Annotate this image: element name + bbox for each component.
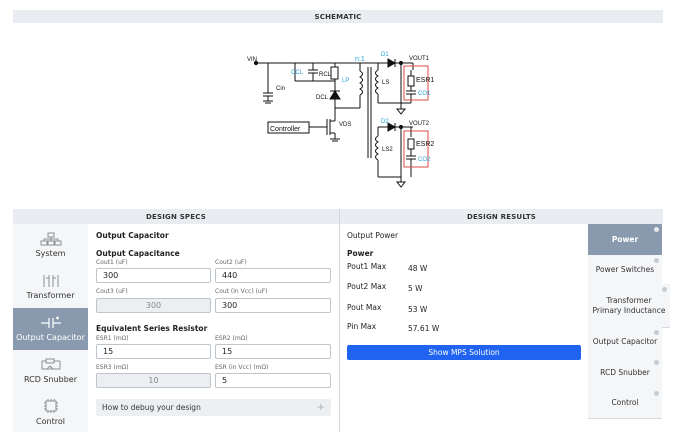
esr2-input[interactable]: 15 — [215, 344, 331, 359]
expand-plus-icon: + — [316, 402, 325, 413]
result-value: 48 W — [408, 264, 428, 273]
cout1-input[interactable]: 300 — [96, 268, 211, 283]
system-icon — [40, 232, 61, 246]
esr3-input: 10 — [96, 373, 211, 388]
esr2-label: ESR2 (mΩ) — [215, 335, 248, 342]
esr1-input[interactable]: 15 — [96, 344, 211, 359]
label-co1: CO1 — [418, 91, 431, 97]
design-results-header: DESIGN RESULTS — [339, 209, 663, 224]
schematic-panel: VIN Cin CCL RCL DCL LP n:1 LS LS2 D1 D2 … — [13, 23, 663, 209]
design-specs-header: DESIGN SPECS — [13, 209, 339, 224]
snubber-icon — [41, 358, 60, 370]
result-label: Pout2 Max — [347, 282, 387, 291]
results-nav-label: Control — [611, 398, 639, 407]
result-value: 5 W — [408, 284, 423, 293]
power-group-title: Power — [347, 249, 374, 258]
result-label: Pout1 Max — [347, 262, 387, 271]
spec-sidebar: System Transformer Output Capacitor RCD … — [13, 224, 88, 432]
esrvcc-label: ESR (in Vcc) (mΩ) — [215, 364, 269, 371]
flyback-schematic: VIN Cin CCL RCL DCL LP n:1 LS LS2 D1 D2 … — [247, 52, 434, 188]
status-dot — [654, 360, 659, 365]
schematic-header: SCHEMATIC — [13, 10, 663, 23]
sidebar-item-transformer[interactable]: Transformer — [13, 266, 88, 309]
label-cin: Cin — [276, 86, 285, 92]
result-value: 57.61 W — [408, 324, 440, 333]
result-label: Pout Max — [347, 303, 382, 312]
results-nav-rcd-snubber[interactable]: RCD Snubber — [588, 357, 662, 389]
status-dot — [654, 258, 659, 263]
label-lp: LP — [342, 78, 349, 84]
label-ls: LS — [382, 80, 389, 86]
coutvcc-label: Cout (in Vcc) (uF) — [215, 288, 268, 295]
capacitor-icon — [40, 316, 61, 328]
results-nav-label: Transformer Primary Inductance — [592, 295, 666, 315]
sidebar-item-label: RCD Snubber — [23, 375, 78, 384]
results-content: Output Power Power Pout1 Max 48 W Pout2 … — [339, 224, 588, 432]
specs-content: Output Capacitor Output Capacitance Cout… — [88, 224, 339, 432]
cout1-label: Cout1 (uF) — [96, 259, 128, 266]
controller-block: Controller — [270, 126, 301, 133]
show-mps-solution-button[interactable]: Show MPS Solution — [347, 345, 581, 360]
sidebar-item-label: Transformer — [26, 291, 75, 300]
status-dot — [654, 227, 659, 232]
status-dot — [654, 391, 659, 396]
esr3-label: ESR3 (mΩ) — [96, 364, 129, 371]
label-esr1: ESR1 — [416, 77, 434, 84]
label-rcl: RCL — [319, 72, 332, 78]
sidebar-item-label: Output Capacitor — [16, 333, 85, 342]
label-co2: CO2 — [418, 157, 431, 163]
cout3-label: Cout3 (uF) — [96, 288, 128, 295]
capacitance-title: Output Capacitance — [96, 249, 180, 258]
results-nav-power-switches[interactable]: Power Switches — [588, 255, 662, 285]
results-nav-label: Output Capacitor — [592, 337, 658, 346]
results-nav-label: Power Switches — [595, 264, 655, 274]
sidebar-item-rcd-snubber[interactable]: RCD Snubber — [13, 350, 88, 393]
status-dot — [662, 287, 667, 292]
label-vin: VIN — [247, 57, 257, 63]
label-dcl: DCL — [316, 95, 329, 101]
results-nav-transformer-inductance[interactable]: Transformer Primary Inductance — [588, 284, 670, 328]
results-nav-label: RCD Snubber — [600, 367, 650, 377]
debug-label: How to debug your design — [102, 403, 201, 412]
label-d1: D1 — [381, 52, 389, 58]
label-vds: VDS — [339, 122, 351, 128]
chip-icon — [43, 399, 58, 413]
label-esr2: ESR2 — [416, 141, 434, 148]
results-nav-control[interactable]: Control — [588, 388, 662, 419]
sidebar-item-label: Control — [36, 417, 65, 426]
label-ccl: CCL — [291, 70, 304, 76]
label-ls2: LS2 — [382, 147, 393, 153]
label-vout1: VOUT1 — [409, 56, 430, 62]
label-ratio: n:1 — [355, 56, 365, 63]
sidebar-item-control[interactable]: Control — [13, 392, 88, 432]
label-vout2: VOUT2 — [409, 121, 430, 127]
cout2-input[interactable]: 440 — [215, 268, 331, 283]
label-d2: D2 — [381, 119, 389, 125]
debug-accordion[interactable]: How to debug your design + — [96, 399, 331, 416]
sidebar-item-system[interactable]: System — [13, 224, 88, 267]
result-label: Pin Max — [347, 322, 377, 331]
section-title: Output Capacitor — [96, 231, 169, 240]
cout2-label: Cout2 (uF) — [215, 259, 247, 266]
coutvcc-input[interactable]: 300 — [215, 298, 331, 313]
esrvcc-input[interactable]: 5 — [215, 373, 331, 388]
sidebar-item-label: System — [35, 249, 66, 258]
results-nav-label: Power — [611, 234, 639, 244]
sidebar-item-output-capacitor[interactable]: Output Capacitor — [13, 308, 88, 351]
result-value: 53 W — [408, 305, 428, 314]
esr1-label: ESR1 (mΩ) — [96, 335, 129, 342]
results-nav-power[interactable]: Power — [588, 224, 662, 256]
results-section-title: Output Power — [347, 231, 399, 240]
transformer-icon — [43, 275, 58, 287]
status-dot — [654, 330, 659, 335]
esr-title: Equivalent Series Resistor — [96, 324, 208, 333]
results-nav-output-capacitor[interactable]: Output Capacitor — [588, 327, 662, 358]
cout3-input: 300 — [96, 298, 211, 313]
